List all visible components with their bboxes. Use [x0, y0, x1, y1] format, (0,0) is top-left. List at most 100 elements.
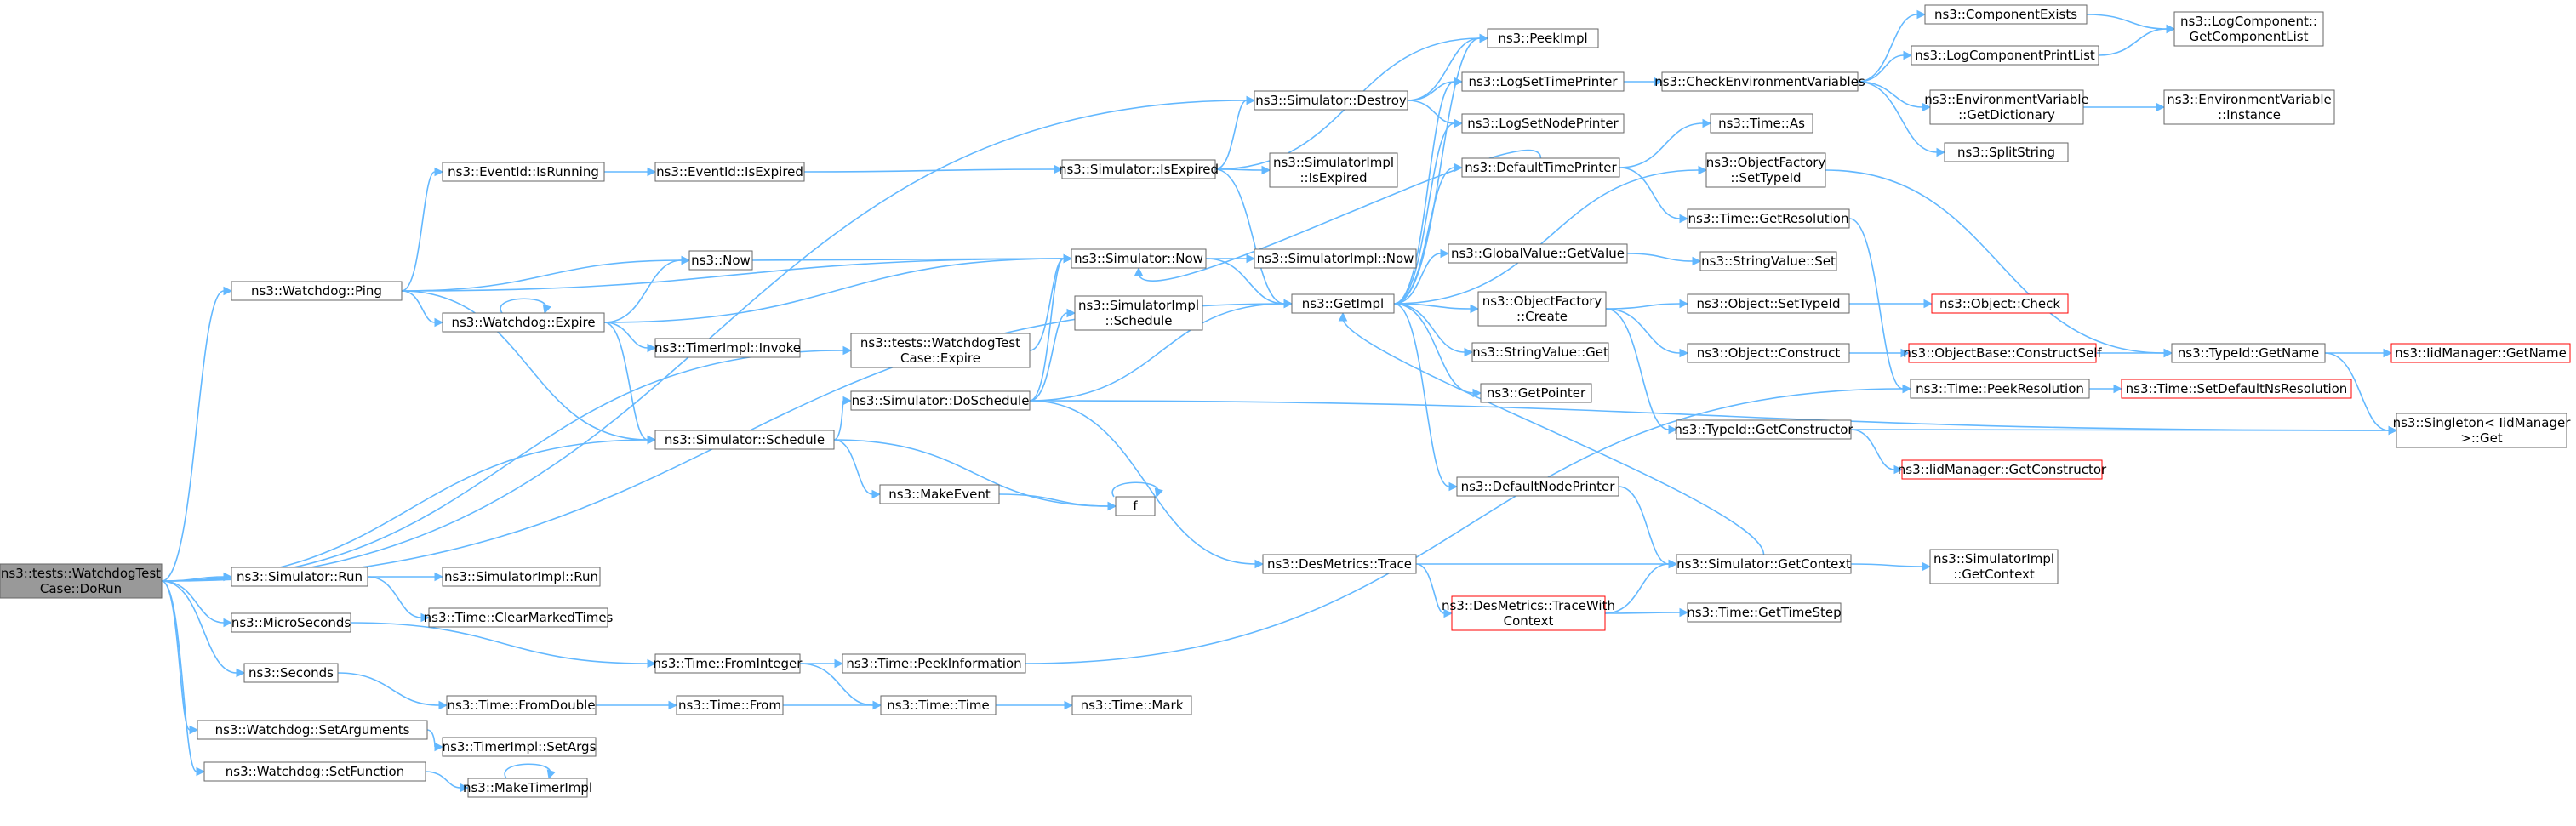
arrowhead-logcomponentprintlist-to-logcomponent_getlist	[2166, 24, 2176, 34]
node-logsettimeprinter[interactable]: ns3::LogSetTimePrinter	[1461, 71, 1625, 92]
node-label: ns3::SplitString	[1957, 145, 2055, 160]
node-time-frominteger[interactable]: ns3::Time::FromInteger	[654, 653, 803, 674]
node-sim-now[interactable]: ns3::Simulator::Now	[1071, 248, 1207, 269]
node-label: ns3::StringValue::Set	[1701, 253, 1836, 269]
arrowhead-maketimerimpl-to-maketimerimpl	[546, 769, 556, 780]
node-simimpl-isexpired[interactable]: ns3::SimulatorImpl::IsExpired	[1269, 152, 1398, 188]
node-time-time[interactable]: ns3::Time::Time	[880, 695, 997, 715]
node-objectbase-constructself[interactable]: ns3::ObjectBase::ConstructSelf	[1903, 343, 2102, 363]
node-wd-expire[interactable]: ns3::Watchdog::Expire	[442, 312, 605, 333]
edge-sim_now-to-getimpl	[1205, 258, 1285, 305]
node-time-gettimestep[interactable]: ns3::Time::GetTimeStep	[1687, 602, 1842, 623]
node-box	[2390, 343, 2571, 363]
node-time-as[interactable]: ns3::Time::As	[1710, 113, 1813, 134]
node-evid-isrunning[interactable]: ns3::EventId::IsRunning	[442, 162, 605, 182]
arrowhead-checkenv-to-envvar_getdict	[1922, 102, 1932, 112]
edge-getimpl-to-defaultnodeprinter	[1393, 303, 1450, 487]
node-sim-getcontext[interactable]: ns3::Simulator::GetContext	[1676, 554, 1852, 574]
node-maketimerimpl[interactable]: ns3::MakeTimerImpl	[463, 778, 592, 798]
node-time-mark[interactable]: ns3::Time::Mark	[1071, 695, 1192, 715]
node-evid-isexpired[interactable]: ns3::EventId::IsExpired	[654, 162, 805, 182]
edge-wd_expire-to-timerimpl_invoke	[603, 322, 648, 349]
node-simimpl-getcontext[interactable]: ns3::SimulatorImpl::GetContext	[1929, 549, 2059, 584]
edge-sim_getcontext-to-simimpl_getcontext	[1850, 563, 1923, 567]
node-singleton-get[interactable]: ns3::Singleton< IidManager >::Get	[2393, 413, 2572, 448]
node-object-check[interactable]: ns3::Object::Check	[1931, 293, 2069, 314]
node-label: ns3::MakeTimerImpl	[463, 780, 592, 795]
node-simimpl-schedule[interactable]: ns3::SimulatorImpl::Schedule	[1074, 295, 1203, 331]
node-getpointer[interactable]: ns3::GetPointer	[1480, 383, 1592, 403]
node-label: ns3::TypeId::GetConstructor	[1674, 422, 1853, 437]
node-time-setdefaultns[interactable]: ns3::Time::SetDefaultNsResolution	[2121, 379, 2352, 399]
node-box	[1944, 142, 2069, 162]
node-wd-setfunc[interactable]: ns3::Watchdog::SetFunction	[203, 761, 426, 782]
node-time-peekinfo[interactable]: ns3::Time::PeekInformation	[842, 653, 1026, 674]
node-time-fromdouble[interactable]: ns3::Time::FromDouble	[446, 695, 597, 715]
edge-sim_doschedule-to-simimpl_schedule	[1029, 312, 1068, 402]
node-microseconds[interactable]: ns3::MicroSeconds	[231, 612, 351, 633]
node-time-getresolution[interactable]: ns3::Time::GetResolution	[1687, 208, 1850, 229]
node-box	[654, 430, 835, 450]
node-now[interactable]: ns3::Now	[688, 250, 753, 271]
node-sim-doschedule[interactable]: ns3::Simulator::DoSchedule	[850, 390, 1031, 411]
node-defaultnodeprinter[interactable]: ns3::DefaultNodePrinter	[1456, 476, 1619, 497]
node-logsetnodeprinter[interactable]: ns3::LogSetNodePrinter	[1461, 113, 1625, 134]
node-typeid-getname[interactable]: ns3::TypeId::GetName	[2171, 343, 2326, 363]
node-iidmanager-getconstructor[interactable]: ns3::IidManager::GetConstructor	[1898, 459, 2107, 480]
node-objfactory-create[interactable]: ns3::ObjectFactory::Create	[1477, 291, 1607, 327]
node-envvar-getdict[interactable]: ns3::EnvironmentVariable::GetDictionary	[1924, 89, 2089, 125]
node-timerimpl-setargs[interactable]: ns3::TimerImpl::SetArgs	[442, 737, 597, 757]
node-makeevent[interactable]: ns3::MakeEvent	[879, 484, 1000, 504]
node-label: ns3::Object::Check	[1939, 296, 2060, 311]
node-time-peekresolution[interactable]: ns3::Time::PeekResolution	[1910, 379, 2090, 399]
node-time-from[interactable]: ns3::Time::From	[676, 695, 784, 715]
arrowhead-object_construct-to-objectbase_constructself	[1900, 348, 1911, 358]
node-box	[1710, 113, 1813, 134]
edge-desmetrics_tracewith-to-time_gettimestep	[1604, 612, 1681, 614]
node-sim-schedule[interactable]: ns3::Simulator::Schedule	[654, 430, 835, 450]
node-sim-destroy[interactable]: ns3::Simulator::Destroy	[1254, 90, 1408, 111]
node-label: ns3::MicroSeconds	[231, 615, 351, 630]
edge-wd_ping-to-sim_schedule	[401, 290, 648, 441]
node-simimpl-run[interactable]: ns3::SimulatorImpl::Run	[442, 567, 601, 587]
node-object-settypeid[interactable]: ns3::Object::SetTypeId	[1687, 293, 1850, 314]
node-globalvalue-getvalue[interactable]: ns3::GlobalValue::GetValue	[1448, 243, 1628, 264]
node-label: ns3::TimerImpl::Invoke	[654, 340, 801, 356]
node-wd-ping[interactable]: ns3::Watchdog::Ping	[231, 281, 403, 301]
node-stringvalue-set[interactable]: ns3::StringValue::Set	[1699, 251, 1837, 271]
node-f[interactable]: f	[1115, 496, 1156, 516]
node-peekimpl[interactable]: ns3::PeekImpl	[1487, 28, 1599, 48]
node-object-construct[interactable]: ns3::Object::Construct	[1687, 343, 1850, 363]
node-envvar-instance[interactable]: ns3::EnvironmentVariable::Instance	[2163, 89, 2335, 125]
edge-wd_expire-to-wd_expire	[500, 298, 547, 314]
node-checkenv[interactable]: ns3::CheckEnvironmentVariables	[1654, 71, 1865, 92]
node-typeid-getconstructor[interactable]: ns3::TypeId::GetConstructor	[1674, 419, 1853, 440]
node-logcomponentprintlist[interactable]: ns3::LogComponentPrintList	[1911, 45, 2099, 66]
edge-sim_run-to-time_clearmarked	[367, 576, 422, 618]
node-iidmanager-getname[interactable]: ns3::IidManager::GetName	[2390, 343, 2571, 363]
node-componentexists[interactable]: ns3::ComponentExists	[1924, 4, 2088, 25]
node-desmetrics-trace[interactable]: ns3::DesMetrics::Trace	[1262, 554, 1417, 574]
node-objfactory-settypeid[interactable]: ns3::ObjectFactory::SetTypeId	[1705, 152, 1826, 188]
node-box	[243, 663, 339, 683]
node-sim-isexpired[interactable]: ns3::Simulator::IsExpired	[1059, 159, 1219, 179]
node-box	[1074, 295, 1203, 331]
arrowhead-wd_expire-to-wd_expire	[542, 304, 551, 315]
node-splitstring[interactable]: ns3::SplitString	[1944, 142, 2069, 162]
node-wd-setargs[interactable]: ns3::Watchdog::SetArguments	[197, 720, 428, 740]
node-timerimpl-invoke[interactable]: ns3::TimerImpl::Invoke	[654, 338, 801, 358]
arrowhead-sim_run-to-simimpl_run	[434, 572, 444, 582]
node-time-clearmarked[interactable]: ns3::Time::ClearMarkedTimes	[424, 607, 614, 628]
node-defaulttimeprinter[interactable]: ns3::DefaultTimePrinter	[1461, 157, 1620, 178]
node-seconds[interactable]: ns3::Seconds	[243, 663, 339, 683]
node-stringvalue-get[interactable]: ns3::StringValue::Get	[1471, 342, 1609, 362]
node-box	[442, 567, 601, 587]
node-getimpl[interactable]: ns3::GetImpl	[1291, 293, 1395, 314]
node-logcomponent-getlist[interactable]: ns3::LogComponent::GetComponentList	[2173, 11, 2324, 47]
node-sim-run[interactable]: ns3::Simulator::Run	[231, 567, 368, 587]
node-simimpl-now[interactable]: ns3::SimulatorImpl::Now	[1254, 248, 1417, 269]
node-box	[654, 338, 801, 358]
